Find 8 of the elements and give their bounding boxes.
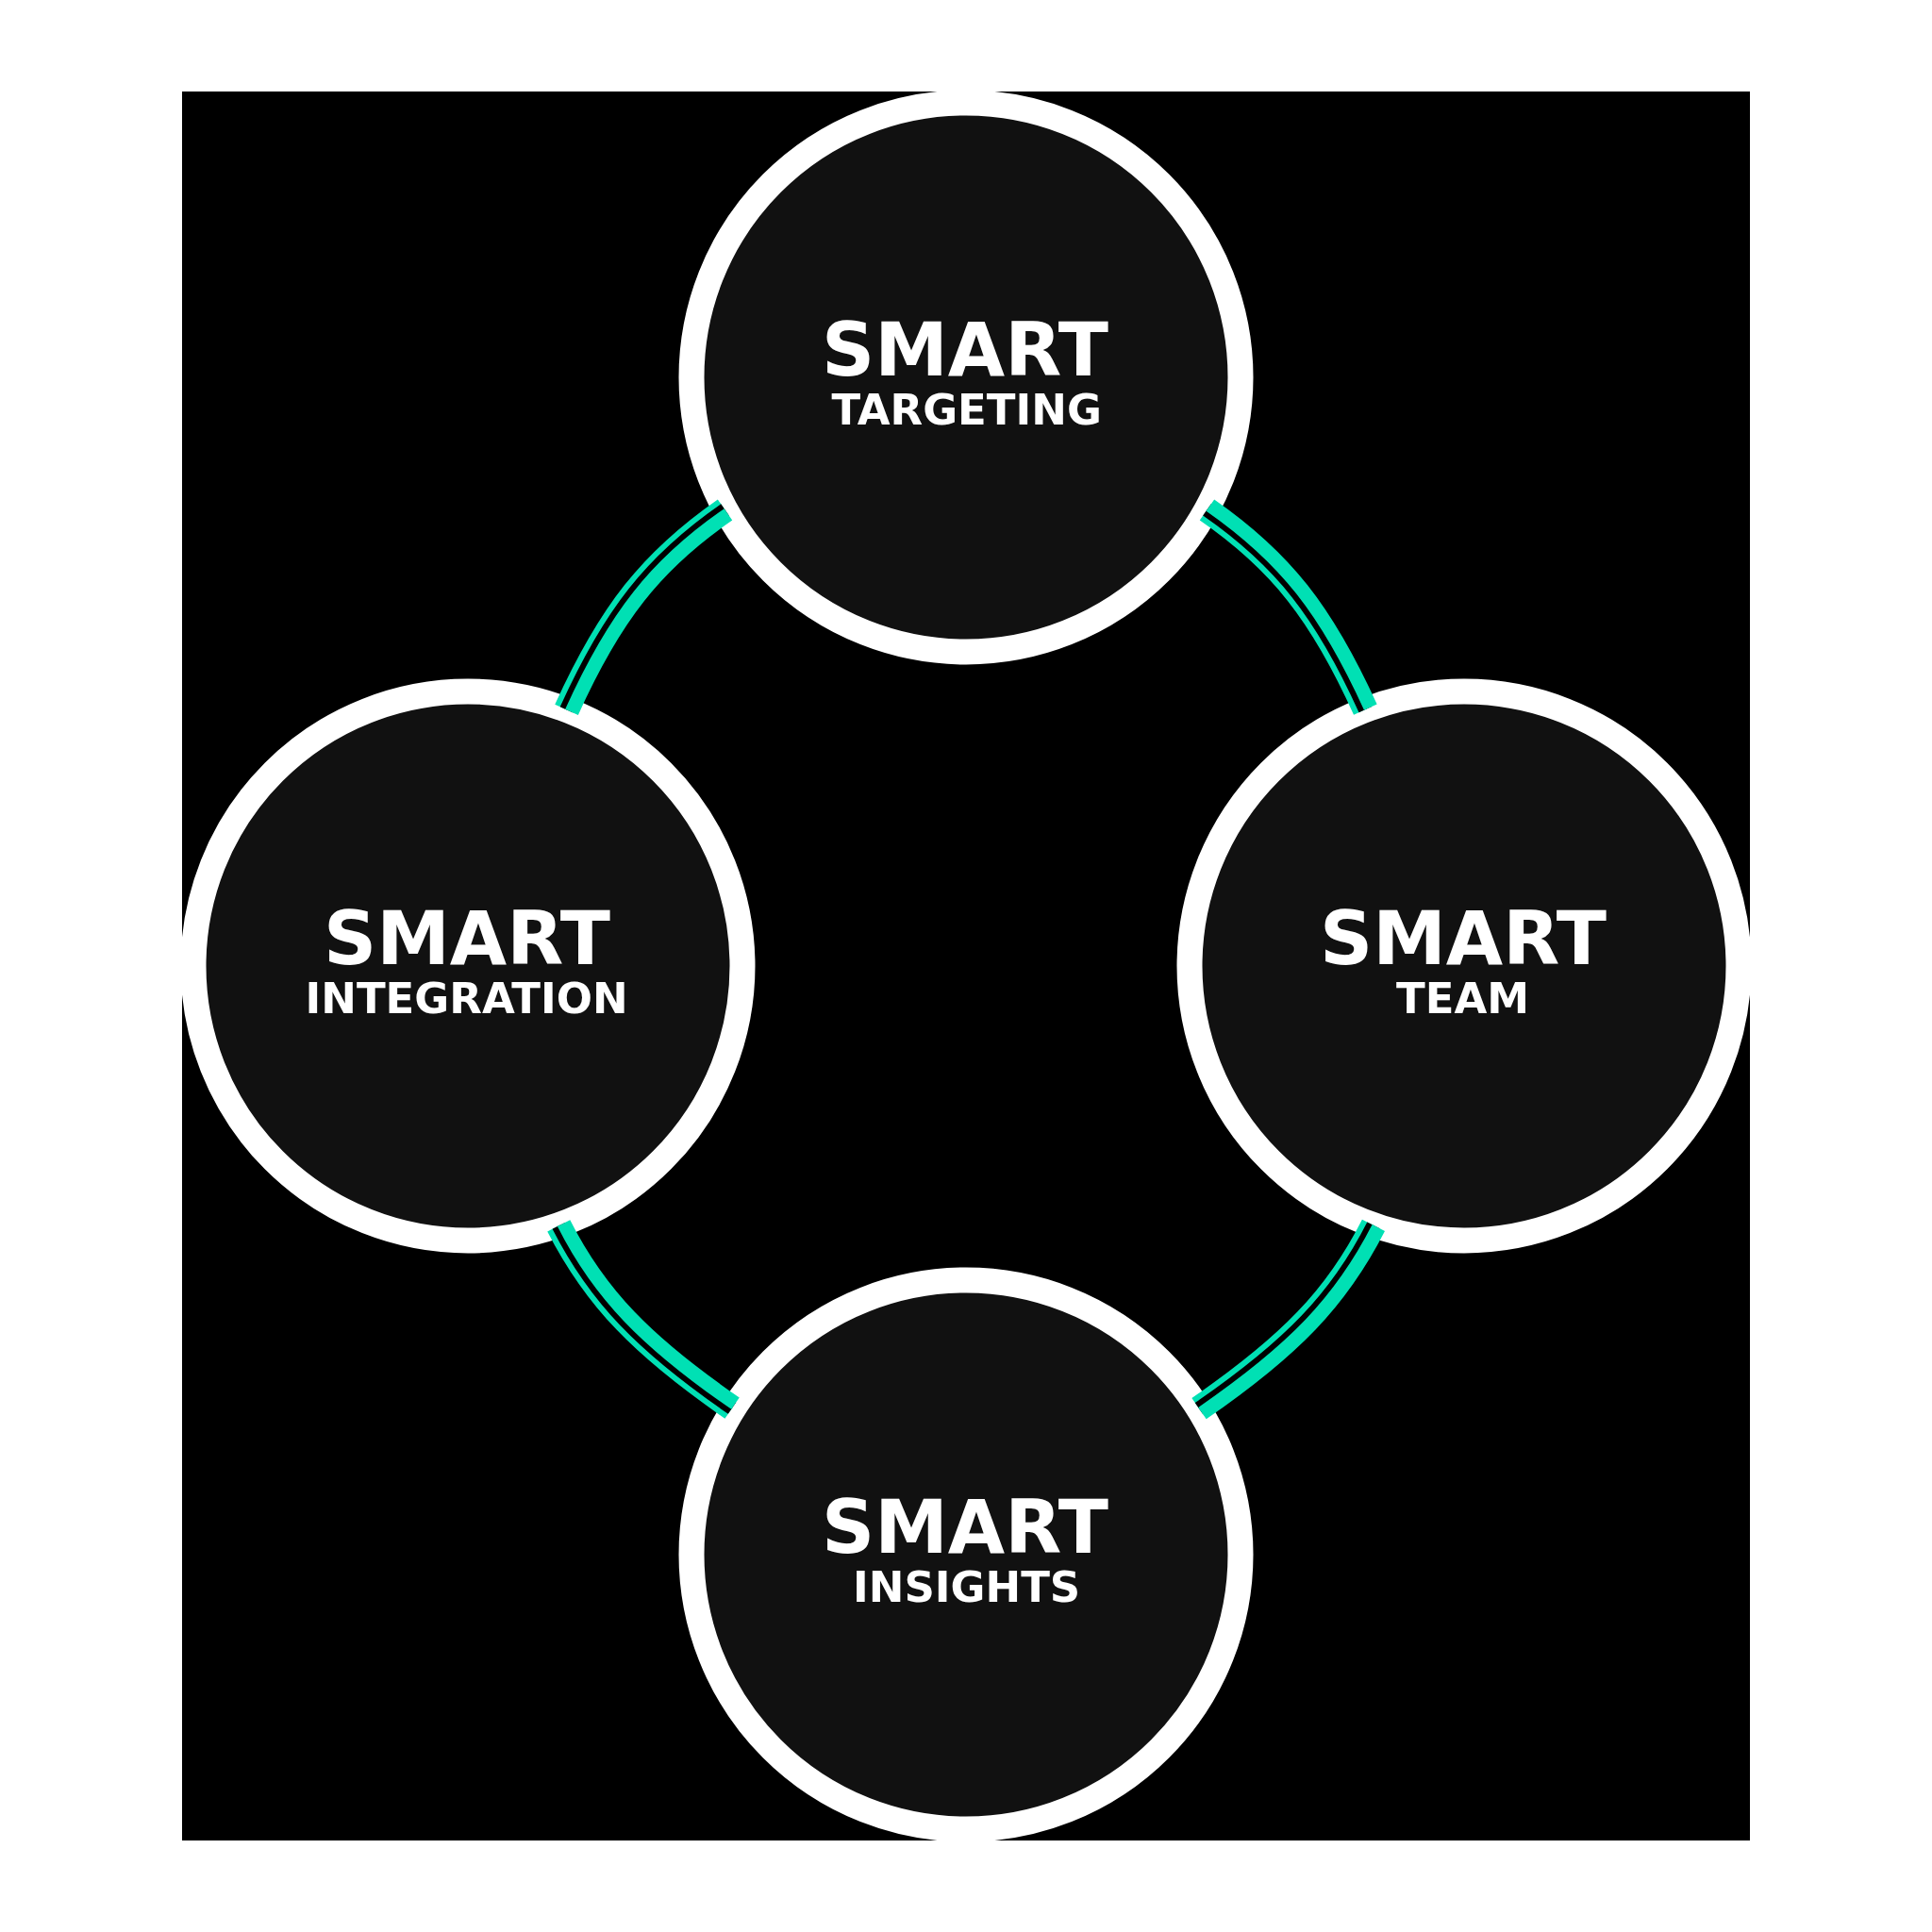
node-circle: SMART TEAM	[1176, 678, 1750, 1254]
node-circle: SMART INSIGHTS	[678, 1267, 1254, 1840]
connector	[1191, 1219, 1385, 1420]
connector	[1199, 499, 1377, 715]
node-circle: SMART TARGETING	[678, 92, 1254, 665]
node-circle: SMART INTEGRATION	[182, 678, 756, 1254]
connector	[547, 1220, 740, 1419]
connector	[555, 499, 733, 715]
